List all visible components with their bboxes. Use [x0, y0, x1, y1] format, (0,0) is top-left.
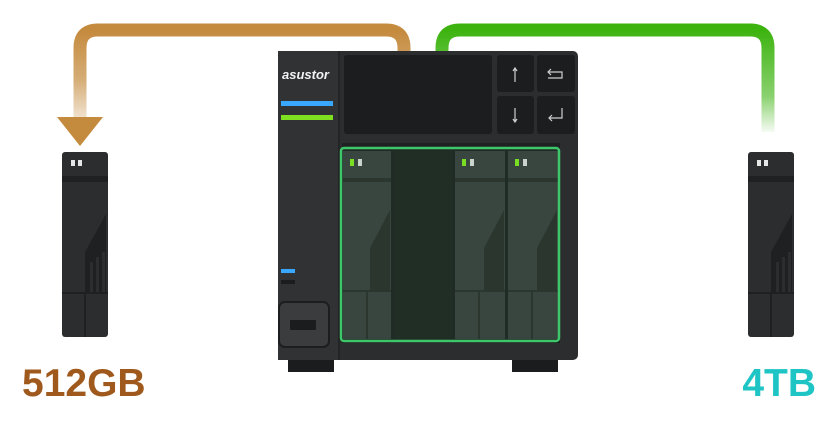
enter-icon: [548, 108, 563, 122]
right-drive-tray: [748, 152, 794, 337]
status-led-blue: [281, 101, 333, 106]
new-drive-capacity: 4TB: [742, 362, 816, 405]
arrow-up-icon: [512, 66, 518, 82]
swap-out-arrowhead: [57, 117, 103, 146]
nav-button-back: [537, 55, 575, 92]
drive-bay-2-empty: [394, 151, 452, 339]
nav-button-enter: [537, 96, 575, 134]
arrow-down-icon: [512, 108, 518, 124]
old-drive-capacity: 512GB: [22, 362, 146, 405]
left-drive-tray: [62, 152, 108, 337]
drive-bay-highlight: [339, 146, 561, 343]
swap-out-arrow: [73, 23, 411, 130]
brand-logo: asustor: [282, 67, 330, 82]
status-led-green: [281, 115, 333, 120]
lcd-display: [344, 55, 492, 134]
back-icon: [547, 68, 563, 79]
nas-device: asustor: [278, 51, 578, 372]
swap-in-arrow: [435, 23, 775, 132]
